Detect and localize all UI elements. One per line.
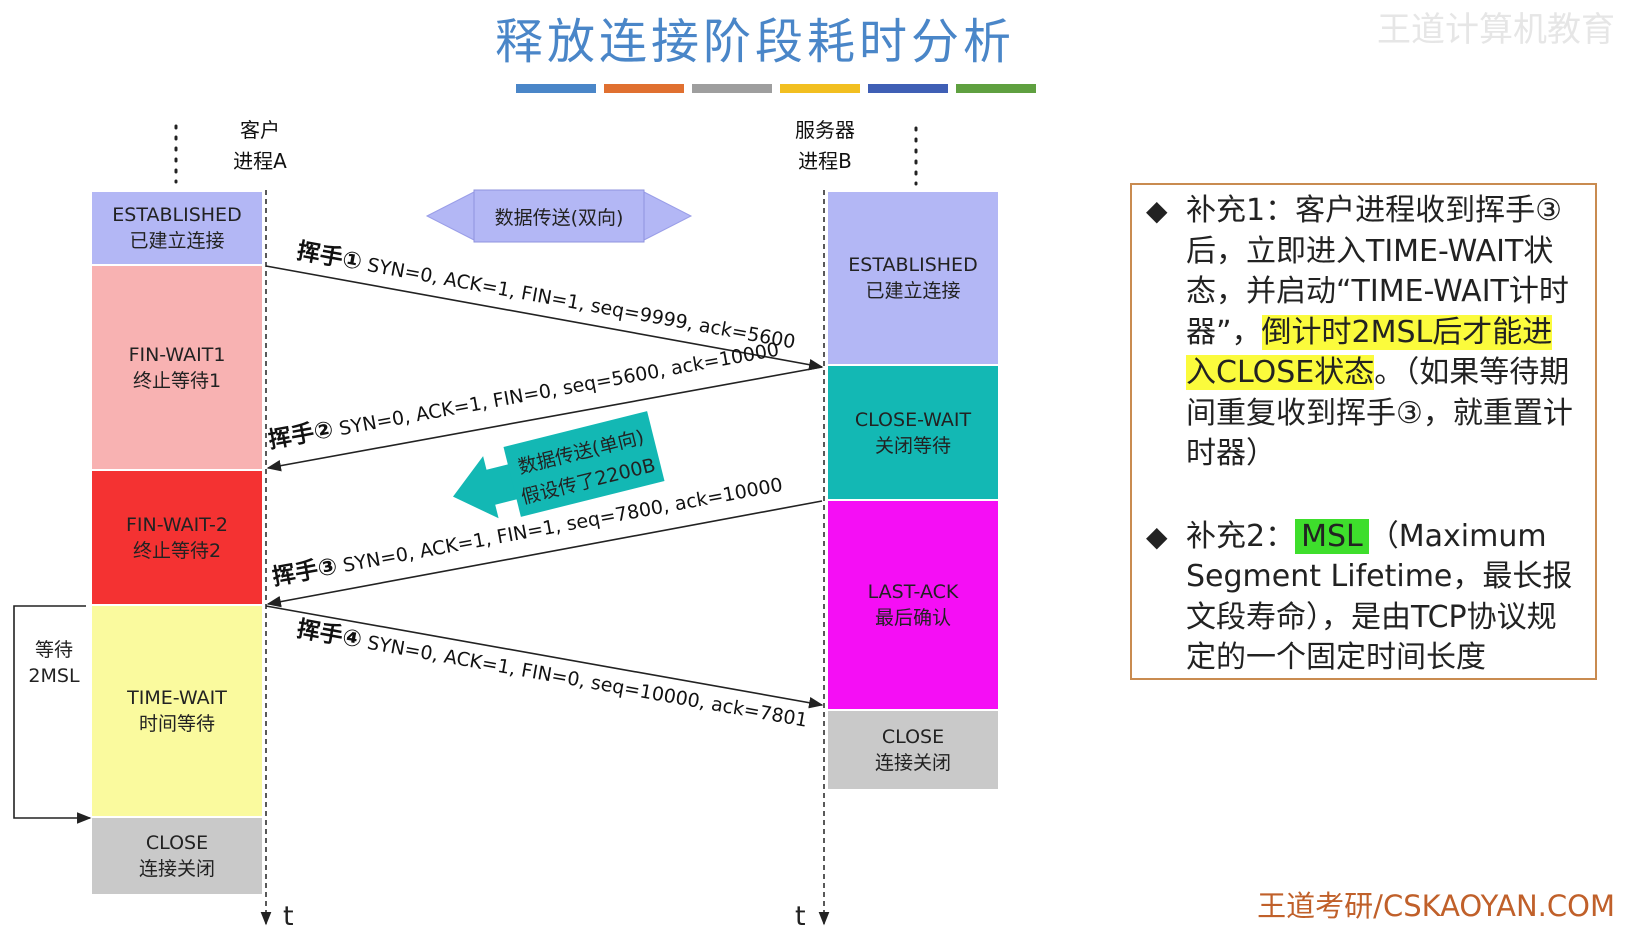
client-state-fin-wait2: FIN-WAIT-2 终止等待2 — [92, 471, 262, 606]
title-bar-1 — [516, 84, 596, 93]
note-2: ◆ 补充2：MSL（Maximum Segment Lifetime，最长报文段… — [1146, 517, 1581, 679]
notes-box: ◆ 补充1：客户进程收到挥手③后，立即进入TIME-WAIT状态，并启动“TIM… — [1130, 183, 1597, 680]
watermark: 王道计算机教育 — [1377, 10, 1615, 50]
handshake-2-label: 挥手② — [266, 417, 335, 454]
note-1: ◆ 补充1：客户进程收到挥手③后，立即进入TIME-WAIT状态，并启动“TIM… — [1146, 191, 1581, 475]
left-arrow-icon — [453, 456, 519, 519]
client-state-fin-wait1: FIN-WAIT1 终止等待1 — [92, 266, 262, 471]
handshake-3-arrow — [266, 500, 823, 608]
title-bar-3 — [692, 84, 772, 93]
bidirectional-transfer: 数据传送(双向) — [425, 189, 693, 243]
title-bar-2 — [604, 84, 684, 93]
wait-2msl-bracket — [13, 605, 92, 824]
handshake-4-text: 挥手④SYN=0, ACK=1, FIN=0, seq=10000, ack=7… — [295, 616, 810, 732]
handshake-2-arrow — [266, 366, 823, 472]
handshake-1-text: 挥手①SYN=0, ACK=1, FIN=1, seq=9999, ack=56… — [295, 238, 798, 354]
handshake-4-fields: SYN=0, ACK=1, FIN=0, seq=10000, ack=7801 — [365, 632, 809, 732]
client-state-established: ESTABLISHED 已建立连接 — [92, 192, 262, 266]
wait-2msl-line2: 2MSL — [28, 665, 80, 687]
server-state-last-ack: LAST-ACK 最后确认 — [828, 501, 998, 711]
title-bar-4 — [780, 84, 860, 93]
footer-brand: 王道考研/CSKAOYAN.COM — [1257, 889, 1615, 923]
note-2-highlight: MSL — [1295, 518, 1369, 554]
handshake-1-label: 挥手① — [295, 238, 364, 275]
note-1-pre: 补充1：客户进程收到挥手③后，立即进入TIME-WAIT状态，并启动“TIME-… — [1186, 193, 1569, 350]
handshake-1-fields: SYN=0, ACK=1, FIN=1, seq=9999, ack=5600 — [365, 254, 797, 353]
client-state-time-wait: TIME-WAIT 时间等待 — [92, 606, 262, 818]
handshake-1-arrow — [265, 265, 824, 371]
client-label: 客户 进程A — [233, 118, 287, 173]
bidirectional-transfer-box — [473, 189, 645, 243]
server-state-established: ESTABLISHED 已建立连接 — [828, 192, 998, 366]
wait-2msl-line1: 等待 — [35, 639, 73, 661]
server-label: 服务器 进程B — [795, 118, 855, 173]
note-1-post: 。（如果等待期间重复收到挥手③，就重置计时器） — [1186, 355, 1573, 471]
unidirectional-transfer: 数据传送(单向) 假设传了2200B — [453, 411, 665, 519]
diamond-bullet-icon: ◆ — [1146, 194, 1168, 227]
server-state-close: CLOSE 连接关闭 — [828, 711, 998, 791]
note-2-post: （Maximum Segment Lifetime，最长报文段寿命），是由TCP… — [1186, 518, 1573, 676]
page-title: 释放连接阶段耗时分析 — [494, 14, 1015, 70]
bidirectional-transfer-label: 数据传送(双向) — [495, 207, 624, 229]
handshake-2-fields: SYN=0, ACK=1, FIN=0, seq=5600, ack=10000 — [337, 339, 780, 441]
unidirectional-transfer-box — [503, 411, 665, 517]
server-state-close-wait: CLOSE-WAIT 关闭等待 — [828, 366, 998, 501]
client-time-label: t — [283, 901, 294, 932]
client-state-close: CLOSE 连接关闭 — [92, 818, 262, 896]
handshake-4-arrow — [265, 605, 824, 709]
title-bar-6 — [956, 84, 1036, 93]
handshake-3-label: 挥手③ — [270, 553, 339, 590]
server-time-label: t — [795, 901, 806, 932]
diamond-bullet-icon: ◆ — [1146, 519, 1168, 553]
handshake-2-text: 挥手②SYN=0, ACK=1, FIN=0, seq=5600, ack=10… — [266, 336, 781, 454]
note-2-pre: 补充2： — [1186, 518, 1296, 554]
title-bar-5 — [868, 84, 948, 93]
